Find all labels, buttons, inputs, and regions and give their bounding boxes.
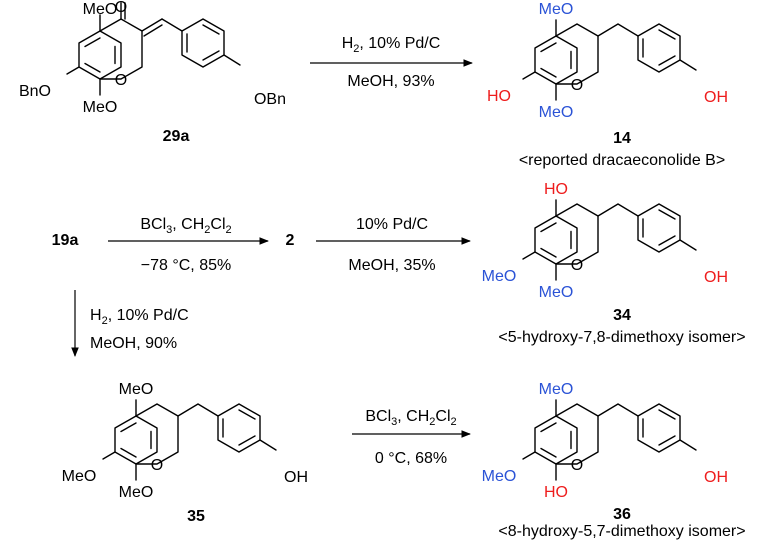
label-ring-o: O [151, 457, 163, 474]
label-ome: MeO [83, 99, 118, 116]
compound-id: 19a [52, 232, 79, 249]
reagent-text: BCl3, CH2Cl2 [140, 216, 231, 236]
label-ome: MeO [539, 1, 574, 18]
label-ring-o: O [571, 457, 583, 474]
condition-text: MeOH, 90% [90, 335, 177, 352]
label-ring-o: O [571, 77, 583, 94]
compound-id: 34 [613, 307, 631, 324]
label-oh: OH [704, 89, 728, 106]
compound-id: 36 [613, 506, 631, 523]
label-ring-o: O [115, 72, 127, 89]
label-ho: HO [544, 181, 568, 198]
reagent-text: H2, 10% Pd/C [90, 307, 189, 327]
compound-34-labels: HO MeO O MeO OH 34 <5-hydroxy-7,8-dimeth… [482, 181, 746, 346]
label-ome: MeO [62, 468, 97, 485]
label-ome: MeO [539, 284, 574, 301]
label-oh: OH [284, 469, 308, 486]
label-ome: MeO [119, 381, 154, 398]
compound-34-structure [522, 199, 697, 281]
compound-id: 35 [187, 508, 205, 525]
compound-id: 29a [163, 128, 190, 145]
compound-id: 2 [286, 232, 295, 249]
label-ho: HO [487, 88, 511, 105]
label-oh: OH [704, 469, 728, 486]
compound-35-labels: MeO MeO O MeO OH 35 [62, 381, 308, 525]
compound-id: 14 [613, 130, 631, 147]
compound-29a-structure [66, 2, 241, 96]
reagent-text: BCl3, CH2Cl2 [365, 408, 456, 428]
condition-text: 0 °C, 68% [375, 450, 447, 467]
reagent-text: 10% Pd/C [356, 216, 428, 233]
compound-36-labels: MeO MeO O HO OH 36 <8-hydroxy-5,7-dimeth… [482, 381, 746, 540]
label-ome: MeO [119, 484, 154, 501]
condition-text: MeOH, 93% [347, 73, 434, 90]
label-ome: MeO [539, 104, 574, 121]
compound-caption: <5-hydroxy-7,8-dimethoxy isomer> [498, 329, 745, 346]
condition-text: −78 °C, 85% [141, 257, 231, 274]
label-ome: MeO [83, 1, 118, 18]
label-ome: MeO [482, 468, 517, 485]
compound-14-labels: MeO HO O MeO OH 14 <reported dracaeconol… [487, 1, 728, 169]
label-obn: BnO [19, 83, 51, 100]
label-ome: MeO [482, 268, 517, 285]
compound-14-structure [522, 19, 697, 101]
condition-text: MeOH, 35% [348, 257, 435, 274]
compound-29a-labels: MeO O BnO O MeO OBn 29a [19, 0, 286, 145]
label-obn: OBn [254, 91, 286, 108]
compound-36-structure [522, 399, 697, 481]
label-ho: HO [544, 484, 568, 501]
label-ring-o: O [571, 257, 583, 274]
label-keto-o: O [115, 0, 127, 16]
compound-caption: <reported dracaeconolide B> [519, 152, 725, 169]
compound-caption: <8-hydroxy-5,7-dimethoxy isomer> [498, 523, 745, 540]
compound-35-structure [102, 399, 277, 481]
reagent-text: H2, 10% Pd/C [342, 35, 441, 55]
label-ome: MeO [539, 381, 574, 398]
label-oh: OH [704, 269, 728, 286]
